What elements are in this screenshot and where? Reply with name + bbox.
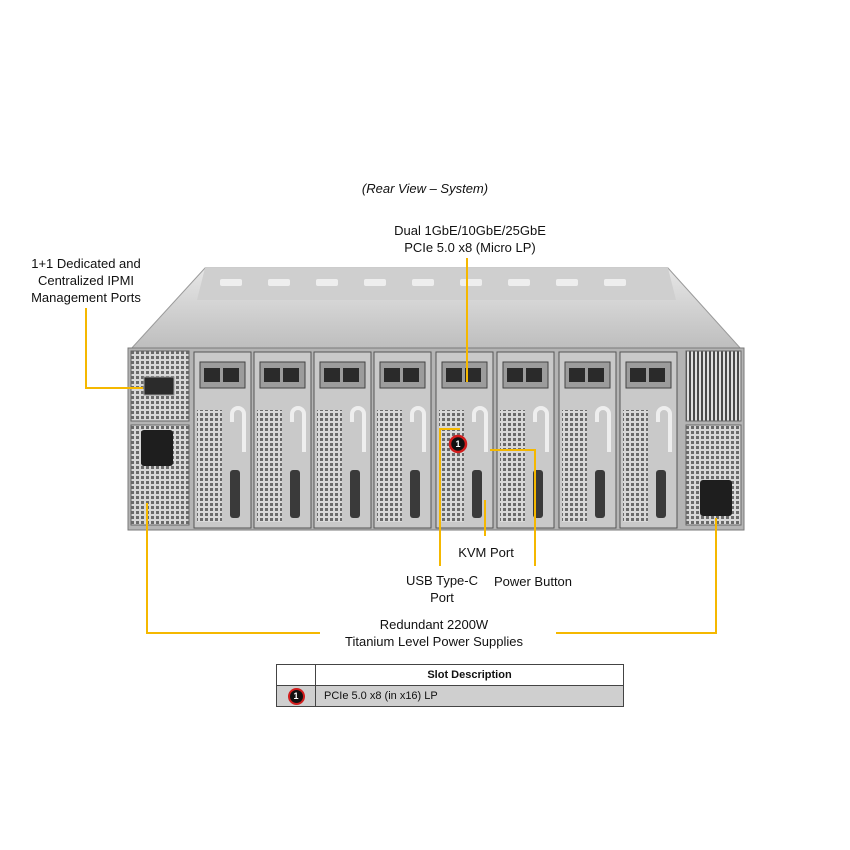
callout-lines [85,258,717,634]
node-sled [558,351,617,529]
psu-left-callout-line [146,503,320,634]
ipmi-label-line-3: Management Ports [31,290,141,305]
psu-left-socket [141,430,173,466]
slot-marker-badge [448,434,468,454]
usb-label: USB Type-C Port [392,572,492,606]
psu-right-socket [700,480,732,516]
ipmi-label-line-1: 1+1 Dedicated and [31,256,141,271]
usb-label-line-2: Port [430,590,454,605]
node-sled [619,351,678,529]
node-sled [193,351,252,529]
usb-callout-line [439,428,460,566]
slot-marker-number: 1 [455,439,461,449]
psu-left [130,424,190,526]
psu-label: Redundant 2200W Titanium Level Power Sup… [316,616,552,650]
node-sled [313,351,372,529]
table-header-row: Slot Description [276,664,624,686]
ipmi-label: 1+1 Dedicated and Centralized IPMI Manag… [10,255,162,306]
node-sleds [193,351,678,529]
view-caption: (Rear View – System) [361,181,489,196]
right-vent-module [685,350,742,422]
slot-description-table: Slot Description 1 PCIe 5.0 x8 (in x16) … [276,664,624,707]
node-sled [253,351,312,529]
power-button-callout-line [490,449,536,566]
kvm-label: KVM Port [458,545,514,560]
node-sled [496,351,555,529]
slot-number-badge: 1 [287,687,305,705]
table-cell-desc: PCIe 5.0 x8 (in x16) LP [315,685,624,707]
table-row: 1 PCIe 5.0 x8 (in x16) LP [276,685,624,707]
ipmi-port [143,376,175,396]
power-button-label: Power Button [493,574,573,589]
table-cell-num: 1 [276,685,316,707]
nic-label-line-2: PCIe 5.0 x8 (Micro LP) [404,240,536,255]
ipmi-label-line-2: Centralized IPMI [37,273,135,288]
usb-label-line-1: USB Type-C [405,573,478,588]
table-header-desc: Slot Description [315,664,624,686]
ipmi-callout-line [85,308,143,389]
psu-right-callout-line [556,518,717,634]
nic-label-line-1: Dual 1GbE/10GbE/25GbE [394,223,546,238]
psu-label-line-2: Titanium Level Power Supplies [345,634,523,649]
psu-label-line-1: Redundant 2200W [379,617,489,632]
chassis-lid [197,268,676,300]
lid-vents [220,279,626,286]
table-header-num [276,664,316,686]
nic-label: Dual 1GbE/10GbE/25GbE PCIe 5.0 x8 (Micro… [370,222,570,256]
node-sled [373,351,432,529]
